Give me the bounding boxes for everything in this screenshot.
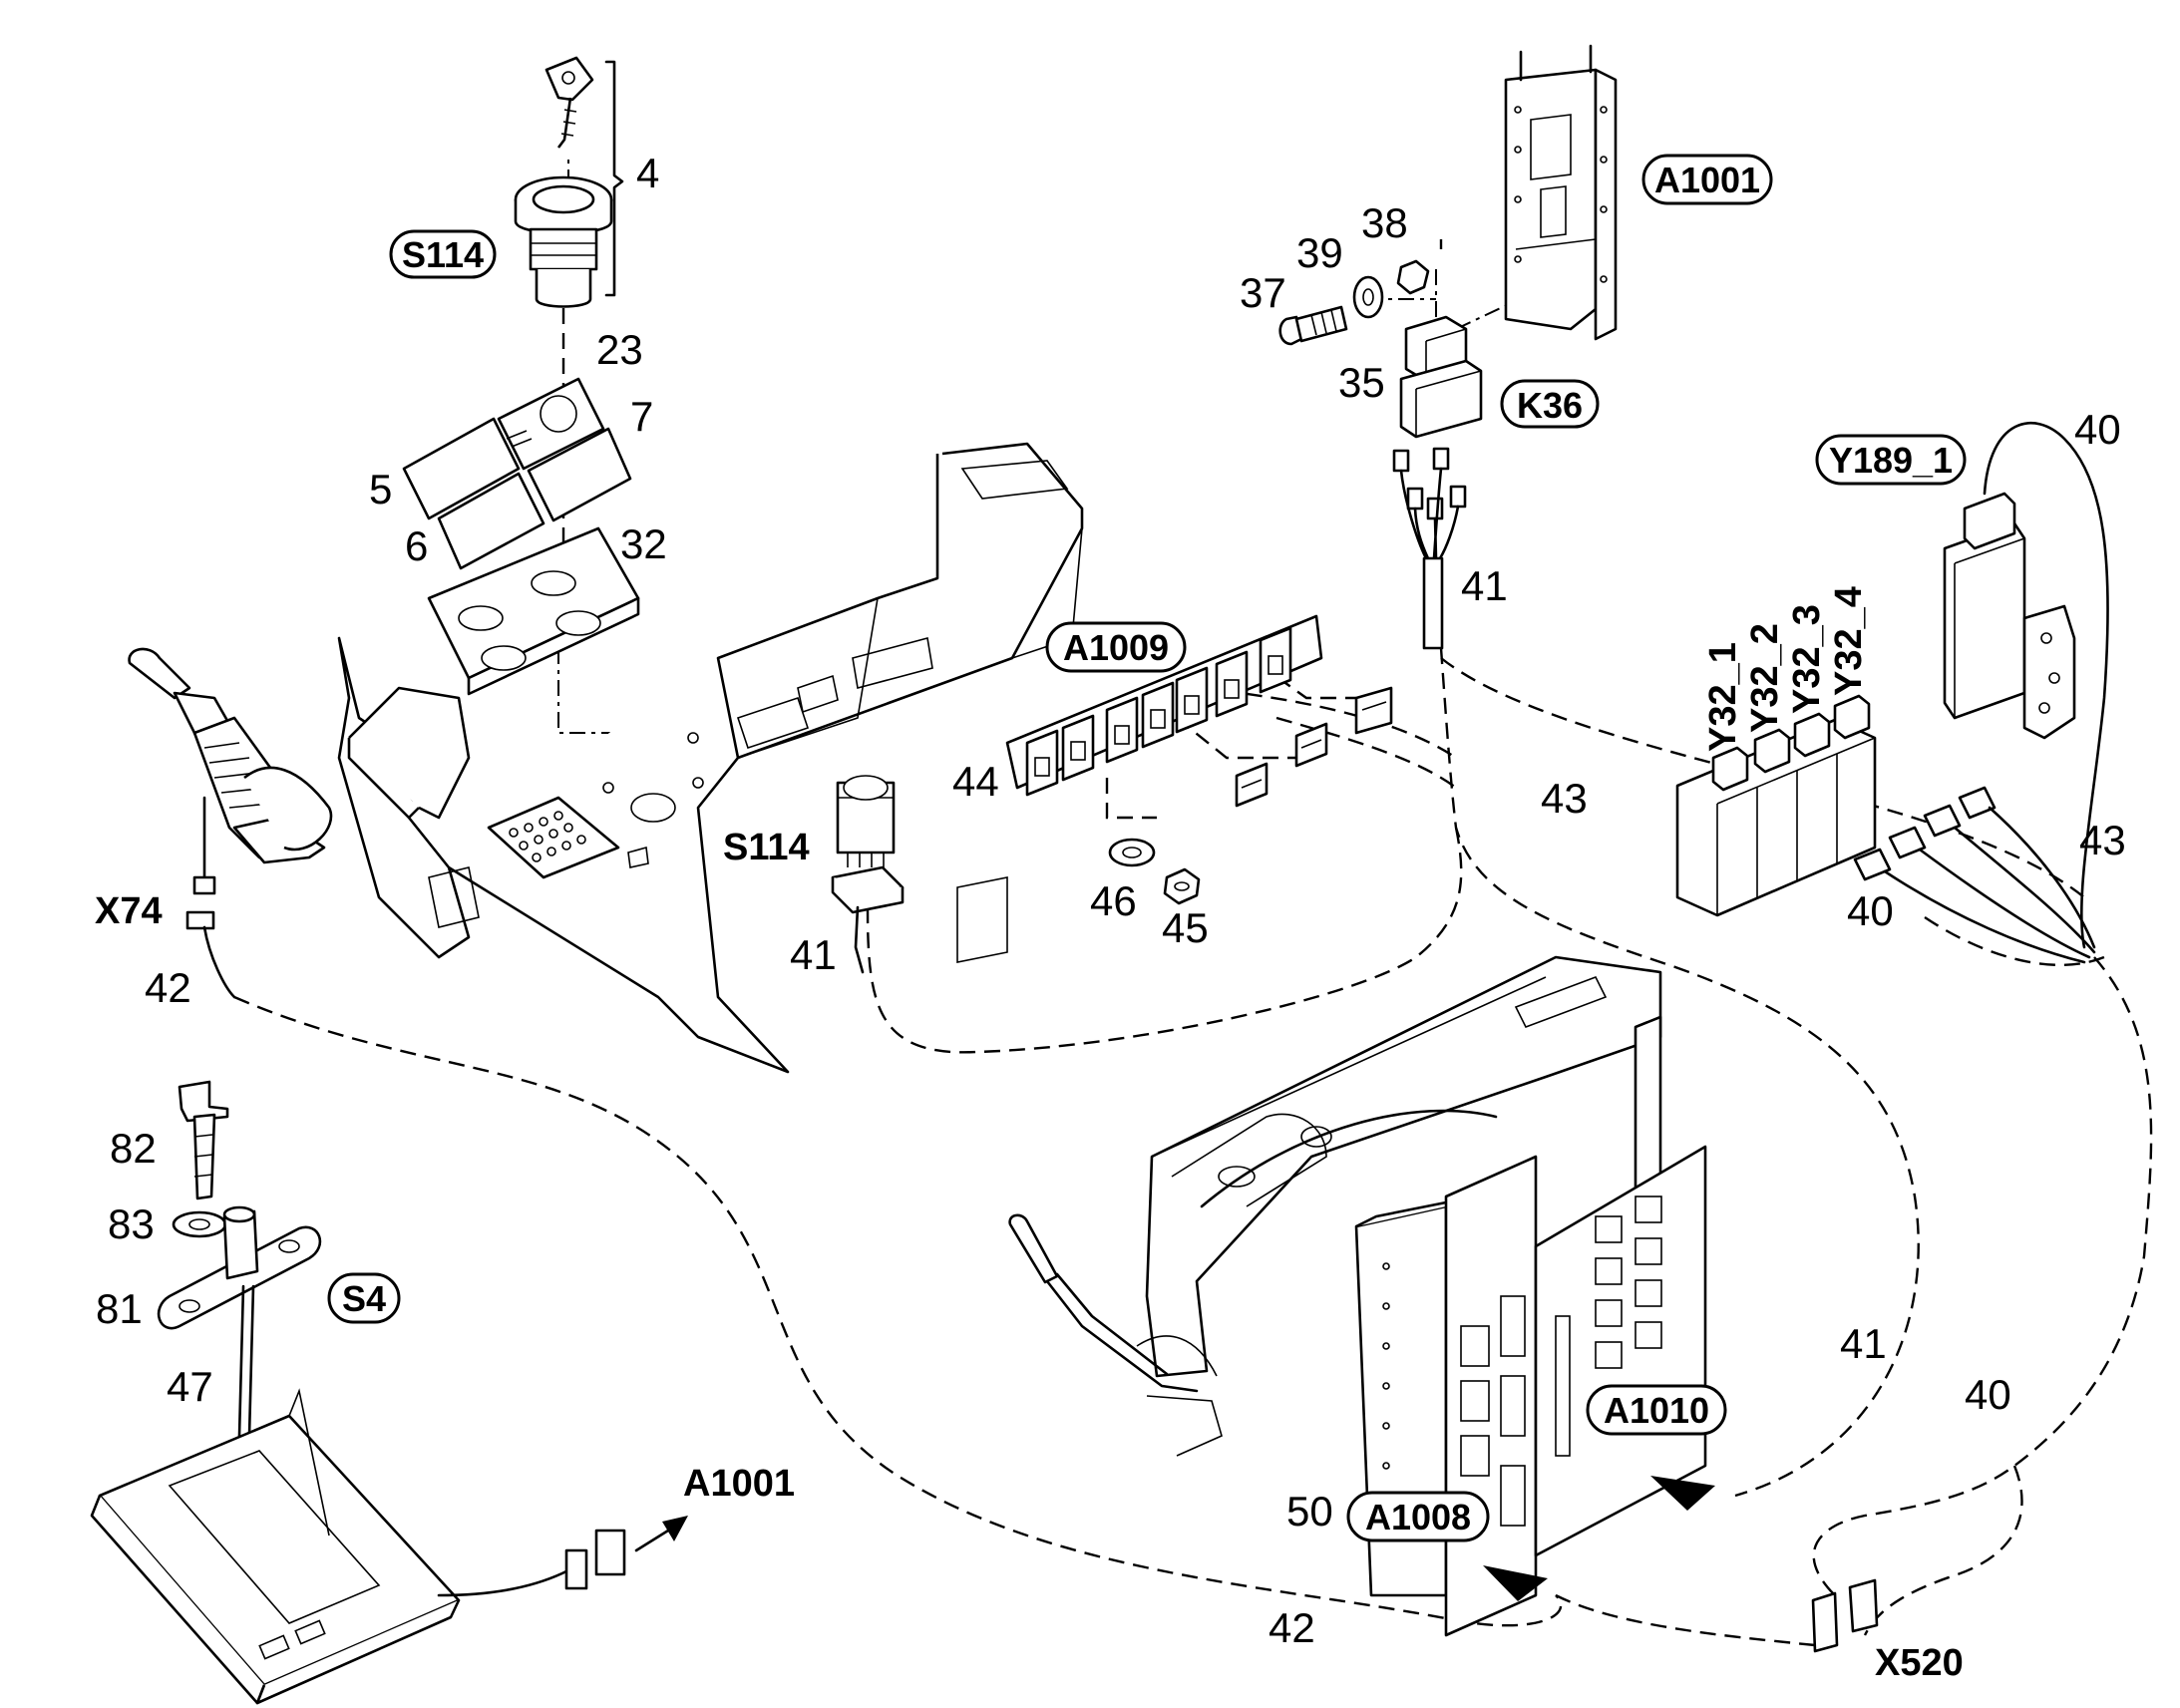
joystick	[128, 647, 333, 999]
callout-43-mid: 43	[1541, 775, 1588, 822]
callout-40-top: 40	[2074, 406, 2121, 453]
svg-text:A1001: A1001	[1654, 160, 1760, 200]
callout-39: 39	[1296, 229, 1343, 276]
cover-plate	[427, 526, 640, 696]
relay-bracket	[1504, 44, 1618, 341]
label-x520: X520	[1875, 1642, 1964, 1684]
svg-text:S114: S114	[402, 234, 484, 275]
callout-41-s114: 41	[790, 931, 837, 978]
label-y32-1: Y32_1	[1702, 642, 1744, 752]
designator-a1001-top: A1001	[1641, 154, 1773, 205]
designator-a1010: A1010	[1586, 1384, 1727, 1436]
svg-text:S4: S4	[342, 1278, 386, 1319]
callout-41-top: 41	[1461, 562, 1508, 609]
switch-s114	[831, 775, 905, 974]
label-y32-3: Y32_3	[1786, 604, 1828, 714]
key-switch-assembly	[514, 56, 624, 308]
valve-y189	[1943, 422, 2109, 949]
callout-41-right: 41	[1840, 1320, 1887, 1367]
callout-81: 81	[96, 1285, 143, 1332]
wire-bundle	[1392, 447, 1467, 650]
washer-nut	[1108, 838, 1201, 905]
designator-a1009: A1009	[1045, 621, 1187, 673]
callout-44: 44	[952, 758, 999, 805]
label-y32-4: Y32_4	[1828, 586, 1870, 696]
callout-37: 37	[1240, 269, 1286, 316]
designator-s114-top: S114	[389, 229, 497, 279]
callout-23: 23	[596, 326, 643, 373]
connector-x520	[1811, 1578, 1879, 1653]
callout-40-mid: 40	[1847, 887, 1894, 934]
callout-4: 4	[636, 150, 659, 196]
switch-s4	[157, 1080, 322, 1438]
svg-text:K36: K36	[1517, 385, 1583, 426]
callout-50: 50	[1286, 1488, 1333, 1535]
callout-83: 83	[108, 1200, 155, 1247]
svg-text:A1010: A1010	[1604, 1390, 1709, 1431]
label-x74: X74	[95, 890, 163, 932]
svg-text:Y189_1: Y189_1	[1829, 440, 1953, 481]
designator-k36: K36	[1500, 379, 1600, 429]
designator-a1008: A1008	[1346, 1491, 1490, 1542]
designator-y189-1: Y189_1	[1815, 434, 1967, 486]
callout-42-bottom: 42	[1269, 1604, 1315, 1651]
label-s114: S114	[723, 827, 810, 868]
callout-6: 6	[405, 522, 428, 569]
svg-text:A1009: A1009	[1063, 627, 1169, 668]
label-a1001-arrow: A1001	[683, 1463, 795, 1505]
mounting-bolt	[1278, 259, 1430, 346]
callout-38: 38	[1361, 199, 1408, 246]
connector-strip-a1009	[1005, 614, 1393, 808]
callout-45: 45	[1162, 904, 1209, 951]
designator-s4: S4	[327, 1272, 401, 1324]
switch-housing	[90, 1388, 688, 1705]
callout-40-right: 40	[1965, 1371, 2011, 1418]
label-y32-2: Y32_2	[1744, 623, 1786, 733]
callout-5: 5	[369, 466, 392, 512]
callout-47: 47	[167, 1363, 213, 1410]
callout-46: 46	[1090, 877, 1137, 924]
callout-32: 32	[620, 520, 667, 567]
relay-k36	[1399, 315, 1483, 439]
callout-82: 82	[110, 1125, 157, 1172]
callout-7: 7	[630, 393, 653, 440]
svg-text:A1008: A1008	[1365, 1497, 1471, 1537]
switch-labels	[402, 377, 632, 570]
callout-35: 35	[1338, 359, 1385, 406]
valve-block-y32	[1675, 694, 2096, 964]
callout-43-right: 43	[2079, 817, 2126, 863]
control-console	[337, 442, 1084, 1074]
callout-42-left: 42	[145, 964, 191, 1011]
